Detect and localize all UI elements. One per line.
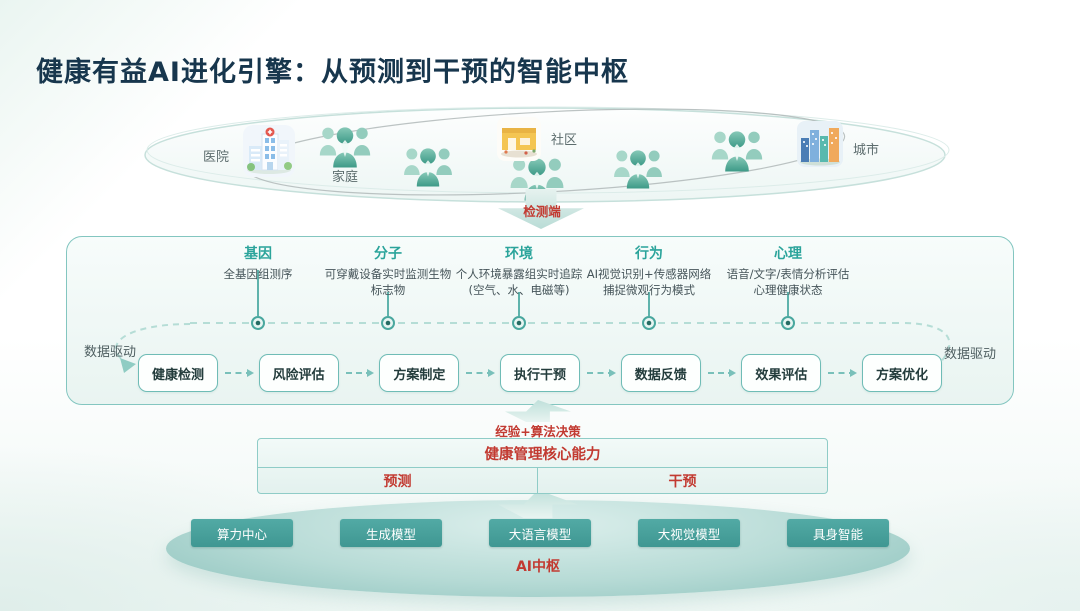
flow-arrow-icon (345, 369, 374, 377)
column-molecule: 分子 可穿戴设备实时监测生物标志物 (322, 243, 454, 298)
column-desc: 个人环境暴露组实时追踪(空气、水、电磁等) (455, 267, 583, 297)
community-icon (496, 116, 542, 166)
flow-arrow-icon (466, 369, 495, 377)
data-driven-right: 数据驱动 (944, 347, 997, 362)
column-psychology: 心理 语音/文字/表情分析评估心理健康状态 (722, 243, 854, 298)
core-cell-intervene: 干预 (668, 474, 697, 490)
ring-label-family: 家庭 (332, 170, 359, 185)
hub-module-embodied: 具身智能 (787, 519, 889, 547)
core-capability-box: 健康管理核心能力 预测 干预 (257, 438, 828, 494)
closed-loop-flow: 健康检测 风险评估 方案制定 执行干预 数据反馈 效果评估 方案优化 (138, 354, 943, 392)
flow-step: 执行干预 (500, 354, 581, 392)
column-environment: 环境 个人环境暴露组实时追踪(空气、水、电磁等) (453, 243, 585, 298)
column-desc: 可穿戴设备实时监测生物标志物 (324, 267, 452, 297)
page-title: 健康有益AI进化引擎：从预测到干预的智能中枢 (36, 57, 629, 88)
people-cluster-icon (712, 131, 762, 171)
column-gene: 基因 全基因组测序 (192, 243, 324, 283)
flow-step: 方案制定 (379, 354, 460, 392)
hospital-icon (242, 124, 296, 182)
ring-label-community: 社区 (551, 133, 578, 148)
column-title: 环境 (505, 246, 533, 262)
column-title: 分子 (374, 246, 402, 262)
decision-arrow-label: 经验+算法决策 (495, 424, 581, 439)
column-desc: AI视觉识别+传感器网络捕捉微观行为模式 (586, 267, 712, 297)
hub-module-vision: 大视觉模型 (638, 519, 740, 547)
ring-label-hospital: 医院 (203, 150, 230, 165)
hub-module-llm: 大语言模型 (489, 519, 591, 547)
column-title: 行为 (635, 246, 663, 262)
flow-step: 效果评估 (741, 354, 822, 392)
core-capability-title: 健康管理核心能力 (258, 439, 827, 468)
column-desc: 语音/文字/表情分析评估心理健康状态 (726, 267, 850, 297)
hub-module-compute: 算力中心 (191, 519, 293, 547)
column-title: 基因 (244, 246, 272, 262)
column-desc: 全基因组测序 (223, 267, 293, 281)
people-cluster-icon (404, 148, 452, 186)
ai-hub-label: AI中枢 (515, 559, 561, 575)
flow-arrow-icon (587, 369, 616, 377)
flow-step: 健康检测 (138, 354, 219, 392)
core-cell-predict: 预测 (258, 468, 538, 494)
flow-step: 数据反馈 (620, 354, 701, 392)
city-icon (796, 120, 844, 172)
column-title: 心理 (774, 246, 802, 262)
data-driven-left: 数据驱动 (84, 345, 137, 360)
flow-arrow-icon (707, 369, 736, 377)
flow-arrow-icon (828, 369, 857, 377)
people-cluster-icon (614, 150, 662, 188)
detect-arrow-label: 检测端 (523, 204, 561, 219)
flow-step: 风险评估 (258, 354, 339, 392)
ai-hub-modules: 算力中心 生成模型 大语言模型 大视觉模型 具身智能 (191, 519, 889, 547)
flow-step: 方案优化 (862, 354, 943, 392)
ring-label-city: 城市 (853, 143, 880, 158)
column-behavior: 行为 AI视觉识别+传感器网络捕捉微观行为模式 (583, 243, 715, 298)
family-people-icon (320, 127, 370, 167)
hub-module-generative: 生成模型 (340, 519, 442, 547)
flow-arrow-icon (225, 369, 254, 377)
